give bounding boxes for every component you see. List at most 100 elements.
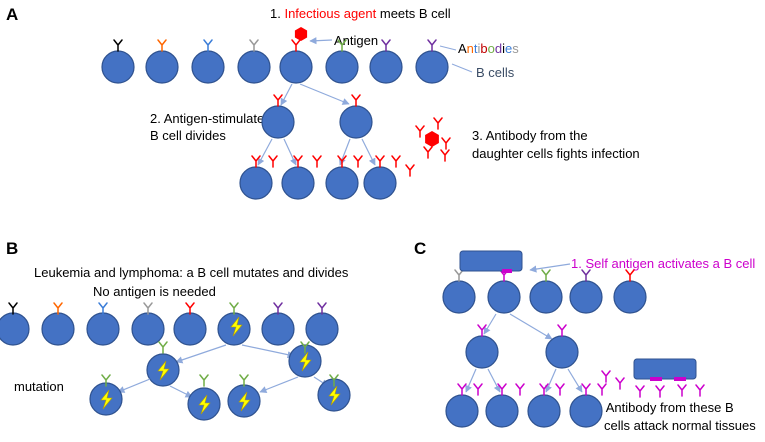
antibody-y-icon [337,39,347,52]
panel-c-step1-caption: 1. Self antigen activates a B cell [571,256,755,271]
b-cell-icon [41,312,75,346]
panel-a-graphics [101,27,451,200]
antibodies-letter: e [505,41,512,56]
antibody-y-icon [405,164,415,177]
antibody-y-icon [557,324,567,337]
antibody-y-icon [375,155,385,168]
antibody-y-icon [655,385,665,398]
antibodies-label: Antibodies [458,41,519,56]
antibody-y-icon [203,39,213,52]
antibody-y-icon [677,384,687,397]
b-cell-icon [415,50,449,84]
antibody-y-icon [251,155,261,168]
antibodies-letter: i [478,41,481,56]
step3-caption-line2: daughter cells fights infection [472,146,640,161]
division-arrow [175,344,227,364]
b-cell-icon [325,166,359,200]
panel-b: B Leukemia and lymphoma: a B cell mutate… [0,239,351,421]
b-cell-icon [239,166,273,200]
b-cell-icon [325,50,359,84]
antibody-y-icon [391,155,401,168]
b-cell-icon [465,335,499,369]
step2-caption-line1: 2. Antigen-stimulated [150,111,271,126]
antibody-y-icon [300,341,310,354]
b-cell-icon [261,312,295,346]
b-cell-icon [237,50,271,84]
antibody-y-icon [441,137,451,150]
b-cell-icon [279,50,313,84]
lightning-bolt-icon [230,316,243,337]
panel-b-graphics [0,302,351,421]
antibody-y-icon [353,155,363,168]
antibody-y-icon [98,302,108,315]
antibody-y-icon [53,302,63,315]
b-cell-icon [173,312,207,346]
step3-caption-line1: 3. Antibody from the [472,128,588,143]
antibody-y-icon [291,39,301,52]
antibody-y-icon [317,302,327,315]
b-cell-icon [369,50,403,84]
antibody-y-icon [229,302,239,315]
antibody-y-icon [625,269,635,282]
antibody-y-icon [415,125,425,138]
antibody-y-icon [143,302,153,315]
panel-a: A 1. Infectious agent meets B cell Antig… [6,5,640,200]
panel-b-letter: B [6,239,18,258]
antibody-y-icon [101,374,111,387]
panel-a-letter: A [6,5,18,24]
antibody-y-icon [113,39,123,52]
division-arrow [169,385,193,398]
antibody-y-icon [273,94,283,107]
antibodies-letter: t [474,41,478,56]
panel-c-graphics [442,250,705,428]
antibodies-letter: o [488,41,495,56]
division-arrow [361,138,376,166]
b-cell-icon [569,394,603,428]
antigen-label: Antigen [334,33,378,48]
antibodies-word: Antibodies [458,41,519,56]
b-cell-icon [339,105,373,139]
antibody-y-icon [601,370,611,383]
antibody-y-icon [433,117,443,130]
panel-b-title-line2: No antigen is needed [93,284,216,299]
panel-c-letter: C [414,239,426,258]
antibodies-letter: s [512,41,519,56]
b-cell-icon [0,312,30,346]
mutation-label: mutation [14,379,64,394]
division-arrow [487,368,501,393]
infectious-hexagon-icon [425,131,439,147]
b-cell-icon [529,280,563,314]
antibody-y-icon [381,39,391,52]
antibody-y-icon [615,377,625,390]
lightning-bolt-icon [198,394,211,415]
panel-a-step1-caption: 1. Infectious agent meets B cell [270,6,451,21]
b-cell-icon [145,50,179,84]
antibody-y-icon [477,324,487,337]
b-cell-icon [485,394,519,428]
antibody-y-icon [457,383,467,396]
division-arrow [280,83,293,106]
division-arrow [567,368,583,393]
division-arrow [257,138,273,166]
division-arrow [465,368,477,393]
b-cell-icon [569,280,603,314]
b-cell-icon [261,105,295,139]
panel-b-title-line1: Leukemia and lymphoma: a B cell mutates … [34,265,349,280]
division-arrow [483,313,497,335]
antibody-y-icon [249,39,259,52]
antibody-y-icon [351,94,361,107]
self-antigen-marker [650,377,662,381]
antibody-y-icon [515,383,525,396]
b-cell-icon [281,166,315,200]
division-arrow [241,344,295,359]
division-arrow [299,83,350,105]
b-cell-icon [613,280,647,314]
antibody-y-icon [581,383,591,396]
b-cell-icon [191,50,225,84]
step1-prefix: 1. [270,6,284,21]
b-cell-icon [487,280,521,314]
step2-caption-line2: B cell divides [150,128,226,143]
panel-c: C 1. Self antigen activates a B cell 2. … [414,239,756,433]
antibody-y-icon [555,383,565,396]
b-cell-icon [305,312,339,346]
